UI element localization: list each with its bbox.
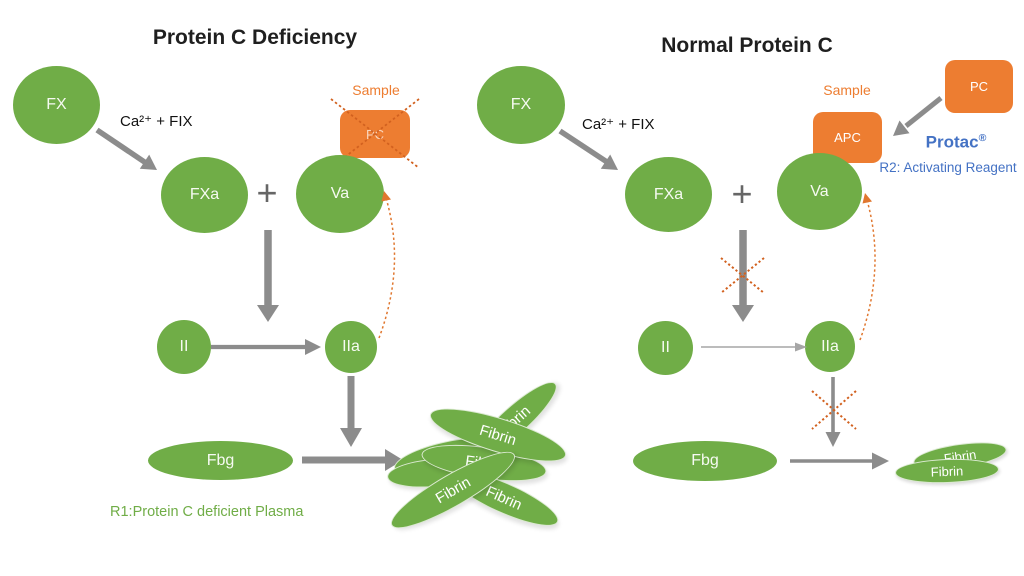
node-fxa-left-label: FXa [189,186,220,203]
left-panel-title: Protein C Deficiency [152,26,358,49]
pc-box-right-label: PC [969,79,989,94]
node-iia-right: IIa [805,321,855,372]
node-fxa-right: FXa [625,157,712,232]
plus-sign-left: + [256,172,278,213]
crossout-complex-right-icon [720,257,765,294]
arrow-ii-to-iia-left [211,339,321,355]
feedback-curve-right [859,193,876,341]
node-va-right: Va [777,153,862,230]
protac-label: Protac® [886,132,1024,153]
node-ii-left: II [157,320,211,374]
arrow-fbg-to-fibrin-left [302,449,403,471]
plus-sign-right: + [731,173,753,214]
arrow-ii-to-iia-right [701,342,807,352]
fibrin-ellipse: Fibrin [894,457,1000,485]
cofactor-label-right: Ca²⁺ + FIX [582,116,655,133]
pc-box-left: PC [340,110,410,158]
pc-box-left-label: PC [365,126,385,142]
fibrin-label: Fibrin [483,482,525,514]
arrow-complex-to-ii-right [732,230,754,322]
pc-box-right: PC [945,60,1013,113]
node-iia-right-label: IIa [821,337,839,355]
r1-plasma-footnote: R1:Protein C deficient Plasma [110,504,304,520]
node-fx-right: FX [477,66,565,144]
crossout-iia-right-icon [811,390,857,430]
feedback-curve-left [378,191,396,339]
node-fbg-right-label: Fbg [691,452,719,469]
node-fbg-left: Fbg [148,441,293,480]
right-panel-title: Normal Protein C [661,34,833,57]
arrow-iia-to-fbg-right [825,377,841,447]
registered-mark-icon: ® [978,132,987,144]
sample-label-right: Sample [823,82,871,98]
node-fxa-left: FXa [161,157,248,233]
arrow-iia-to-fbg-left [340,376,362,447]
node-iia-left: IIa [325,321,377,373]
arrow-pc-to-apc-right [893,96,943,136]
arrow-fbg-to-fibrin-right [790,452,889,470]
node-va-right-label: Va [810,182,829,200]
apc-box-right-label: APC [834,130,861,145]
node-fbg-left-label: Fbg [206,451,235,469]
arrow-fx-to-fxa-left [95,127,157,170]
node-va-left: Va [296,155,384,233]
node-ii-right-label: II [661,339,670,356]
r2-reagent-label: R2: Activating Reagent [879,160,1017,175]
node-ii-right: II [638,321,693,375]
node-va-left-label: Va [330,185,350,202]
arrow-complex-to-ii-left [257,230,279,322]
cofactor-label-left: Ca²⁺ + FIX [120,113,193,130]
node-fbg-right: Fbg [633,441,777,481]
node-iia-left-label: IIa [342,338,360,355]
fibrin-label: Fibrin [477,421,519,449]
arrow-fx-to-fxa-right [558,128,618,170]
node-fx-left-label: FX [46,96,67,113]
node-fx-left: FX [13,66,100,144]
node-fx-right-label: FX [510,96,532,113]
sample-label-left: Sample [352,82,400,98]
node-fxa-right-label: FXa [653,185,684,203]
fibrin-label: Fibrin [930,462,964,480]
protac-name: Protac [925,132,979,152]
node-ii-left-label: II [179,338,189,355]
